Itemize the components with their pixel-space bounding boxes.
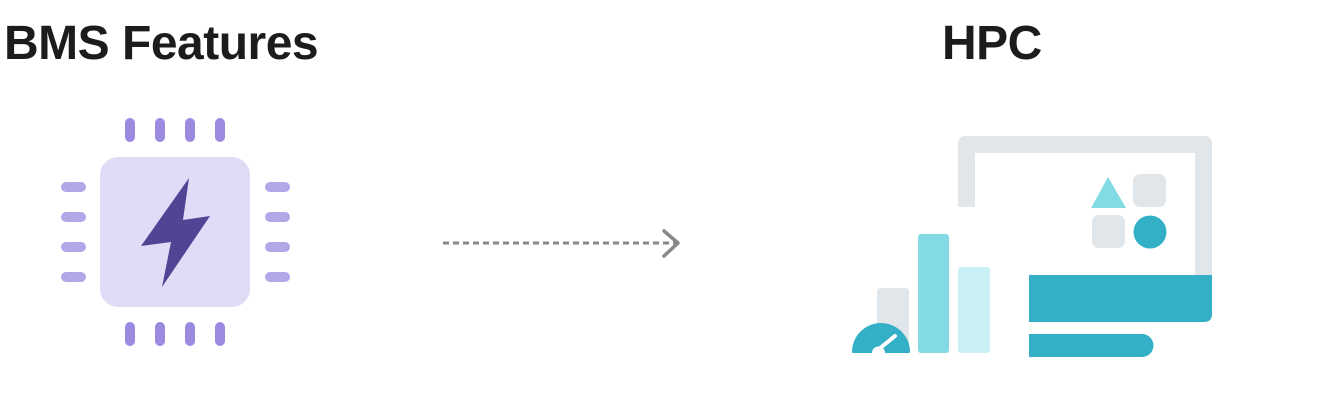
chip-pins [125,118,225,346]
triangle-shape [1091,177,1126,208]
gauge-icon [852,323,910,353]
dotted-arrow-connector [443,229,680,258]
bms-features-label: BMS Features [4,17,319,70]
monitor-dashboard-icon [852,136,1212,357]
chip-lightning-icon [61,118,290,346]
hpc-label: HPC [942,17,1042,70]
lightning-bolt-icon [141,178,210,287]
